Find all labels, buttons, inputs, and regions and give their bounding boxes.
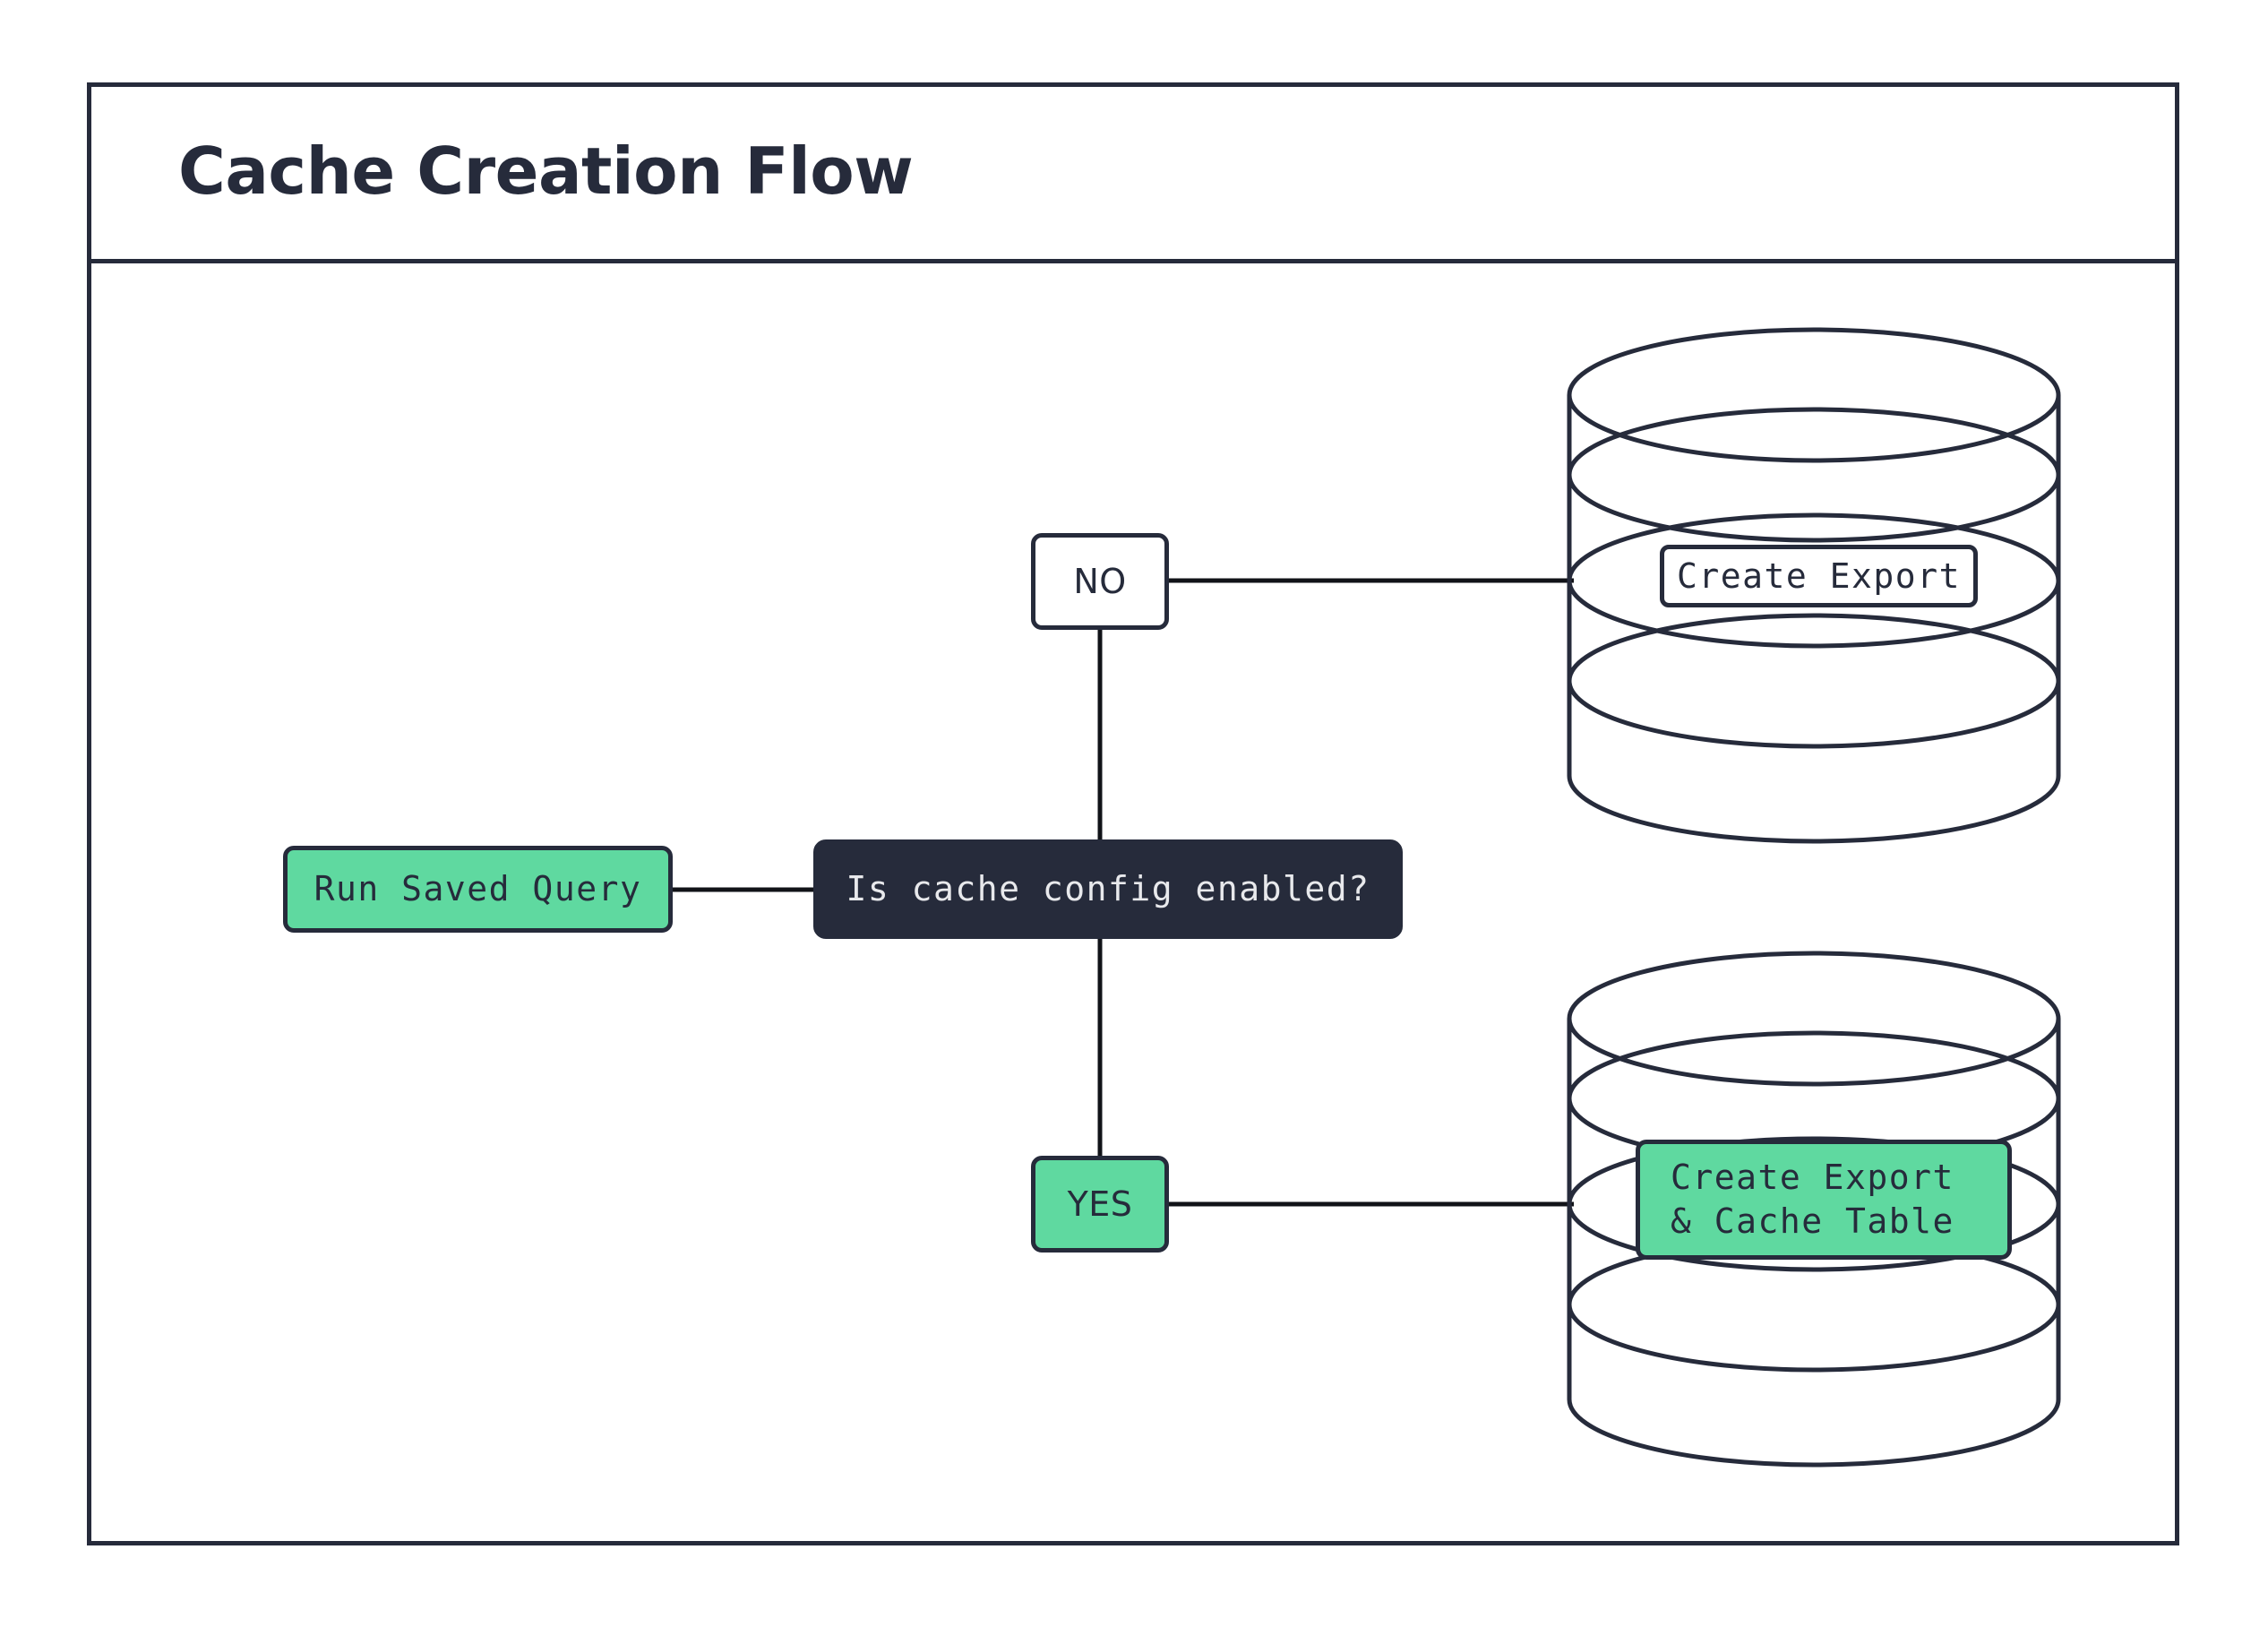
node-create-export-and-cache-table[interactable]: Create Export & Cache Table [1636, 1140, 2012, 1260]
node-run-saved-query[interactable]: Run Saved Query [283, 846, 673, 933]
page-title: Cache Creation Flow [178, 133, 914, 209]
node-label-line-1: Create Export [1671, 1158, 1954, 1198]
edge-label-yes[interactable]: YES [1031, 1156, 1169, 1253]
edge-label-no[interactable]: NO [1031, 533, 1169, 630]
node-label-line-2: & Cache Table [1671, 1201, 1954, 1241]
node-decision-is-cache-config-enabled[interactable]: Is cache config enabled? [813, 839, 1403, 939]
diagram-header: Cache Creation Flow [87, 82, 2179, 263]
diagram-frame [87, 82, 2179, 1545]
node-create-export[interactable]: Create Export [1660, 545, 1978, 607]
